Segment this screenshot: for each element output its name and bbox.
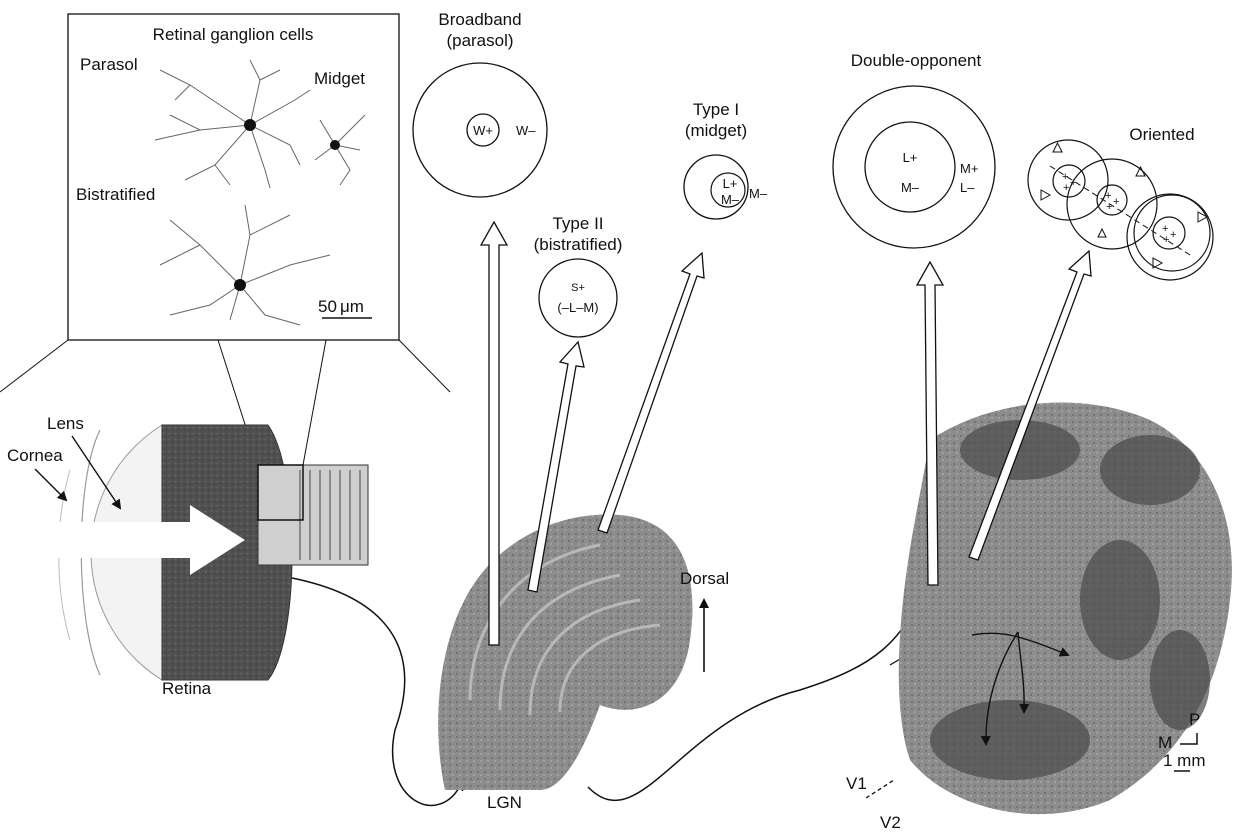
double-opponent-surround-1: M+	[960, 161, 978, 176]
oriented-circles	[1028, 140, 1213, 280]
lgn-label: LGN	[487, 793, 522, 812]
cornea-label: Cornea	[7, 446, 63, 465]
svg-text:+: +	[1106, 201, 1112, 213]
double-opponent-center-1: L+	[903, 150, 918, 165]
type1-center-label-1: L+	[723, 176, 738, 191]
type2-center-label: S+	[571, 282, 585, 294]
parasol-label: Parasol	[80, 55, 138, 74]
lgn-section: LGN Dorsal	[438, 514, 932, 812]
dorsal-label: Dorsal	[680, 569, 729, 588]
cortex-section: V1 V2 P M 1 mm	[846, 403, 1232, 832]
broadband-field: Broadband (parasol) W+ W–	[413, 10, 547, 197]
midget-label: Midget	[314, 69, 365, 88]
v1-v2-border	[866, 780, 894, 798]
double-opponent-center-2: M–	[901, 180, 920, 195]
type1-center-label-2: M–	[721, 192, 740, 207]
type2-circle	[539, 259, 617, 337]
axis-p-label: P	[1189, 710, 1200, 729]
ganglion-cells-inset: Retinal ganglion cells Parasol Midget Bi…	[0, 14, 450, 465]
inset-scale-unit: μm	[340, 297, 364, 316]
oriented-title: Oriented	[1129, 125, 1194, 144]
broadband-center-label: W+	[473, 123, 493, 138]
svg-text:+: +	[1063, 182, 1069, 194]
lens-label: Lens	[47, 414, 84, 433]
lens-pointer	[72, 436, 120, 508]
broadband-surround-label: W–	[516, 123, 536, 138]
arrow-to-type1	[598, 253, 704, 533]
v1-label: V1	[846, 774, 867, 793]
zoom-line-inner-right	[303, 340, 326, 465]
retina-layers	[258, 465, 368, 565]
retina-label: Retina	[162, 679, 212, 698]
svg-text:+: +	[1113, 196, 1119, 208]
broadband-title: Broadband	[438, 10, 521, 29]
oriented-triangles	[1041, 143, 1207, 268]
svg-text:+: +	[1163, 234, 1169, 246]
axis-m-label: M	[1158, 733, 1172, 752]
broadband-subtitle: (parasol)	[446, 31, 513, 50]
svg-text:+: +	[1170, 229, 1176, 241]
inset-title: Retinal ganglion cells	[153, 25, 314, 44]
optic-nerve-path	[292, 578, 462, 805]
bistratified-label: Bistratified	[76, 185, 155, 204]
double-opponent-surround-2: L–	[960, 180, 975, 195]
cortex-scale-label: 1 mm	[1163, 751, 1206, 770]
zoom-line-left	[0, 340, 68, 392]
double-opponent-center	[865, 122, 955, 212]
eye-illustration: Light Lens Cornea Retina	[7, 414, 462, 805]
type2-surround-label: (–L–M)	[557, 300, 598, 315]
orientation-axes	[1180, 733, 1197, 744]
type1-subtitle: (midget)	[685, 121, 747, 140]
double-opponent-title: Double-opponent	[851, 51, 982, 70]
double-opponent-field: Double-opponent L+ M– M+ L–	[833, 51, 995, 248]
light-label: Light	[52, 531, 94, 552]
type2-title: Type II	[552, 214, 603, 233]
svg-text:+: +	[1070, 177, 1076, 189]
cornea-pointer	[35, 469, 66, 500]
type1-surround	[684, 155, 748, 219]
type2-field: Type II (bistratified) S+ (–L–M)	[534, 214, 623, 337]
zoom-line-right	[399, 340, 450, 392]
type2-subtitle: (bistratified)	[534, 235, 623, 254]
type1-title: Type I	[693, 100, 739, 119]
inset-scale-value: 50	[318, 297, 337, 316]
v2-label: V2	[880, 813, 901, 832]
oriented-field: Oriented +++ +++ +++	[1028, 125, 1213, 280]
type1-field: Type I (midget) L+ M– M–	[684, 100, 768, 219]
type1-surround-label: M–	[749, 186, 768, 201]
